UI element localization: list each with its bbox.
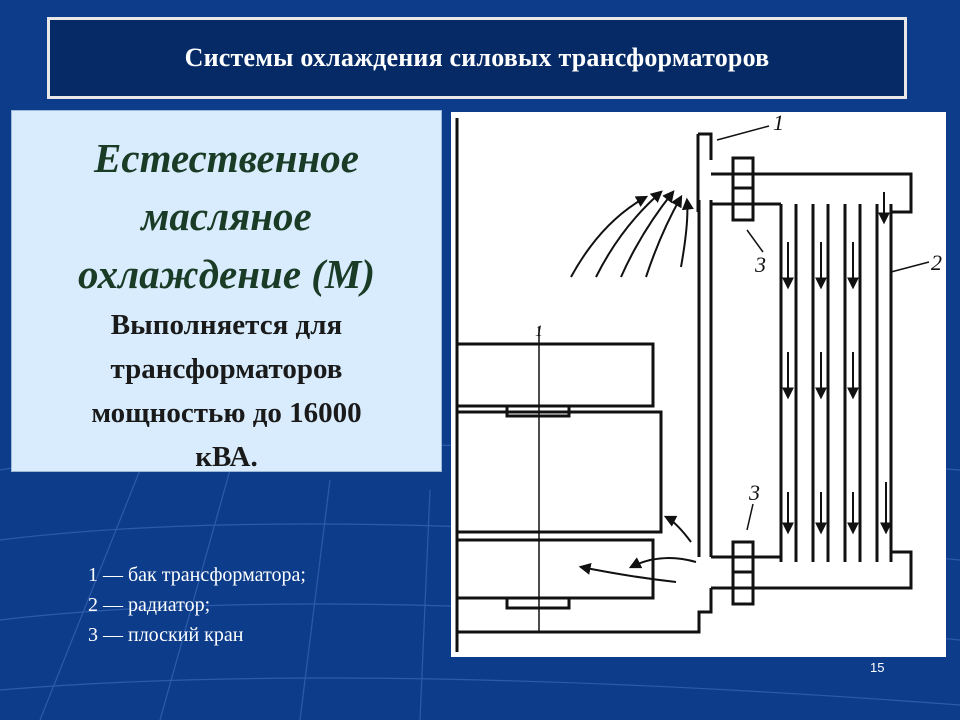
description-line: Выполняется для [110, 309, 343, 341]
cooling-type-heading: Естественное масляное охлаждение (М) [12, 129, 441, 303]
label-tank: 1 [773, 112, 784, 135]
legend-item-tank: 1 — бак трансформатора; [88, 564, 306, 586]
label-valve-bottom: 3 [748, 480, 760, 505]
label-radiator: 2 [931, 250, 942, 275]
description-line: мощностью до 16000 [91, 397, 362, 429]
legend: 1 — бак трансформатора; 2 — радиатор; 3 … [88, 560, 306, 650]
tank-bottom [457, 588, 713, 634]
radiator-bottom-header [711, 550, 913, 590]
heading-line: Естественное [94, 135, 359, 181]
description-line: кВА. [195, 441, 258, 473]
page-number: 15 [870, 660, 885, 675]
title-box: Системы охлаждения силовых трансформатор… [47, 17, 907, 99]
description-text: Выполняется для трансформаторов мощность… [12, 303, 441, 479]
label-axis: 1 [535, 323, 543, 340]
core [455, 410, 663, 534]
legend-item-radiator: 2 — радиатор; [88, 594, 211, 616]
slide-title: Системы охлаждения силовых трансформатор… [184, 43, 770, 72]
description-box: Естественное масляное охлаждение (М) Вып… [11, 110, 442, 473]
heading-line: масляное [141, 193, 312, 239]
description-line: трансформаторов [110, 353, 343, 385]
transformer-cooling-diagram: 1 2 3 3 1 [451, 112, 946, 657]
heading-line: охлаждение (М) [77, 251, 376, 297]
legend-item-valve: 3 — плоский кран [88, 624, 244, 646]
tank-top-flange [696, 132, 713, 212]
radiator-top-header [711, 172, 913, 214]
label-valve-top: 3 [754, 252, 766, 277]
